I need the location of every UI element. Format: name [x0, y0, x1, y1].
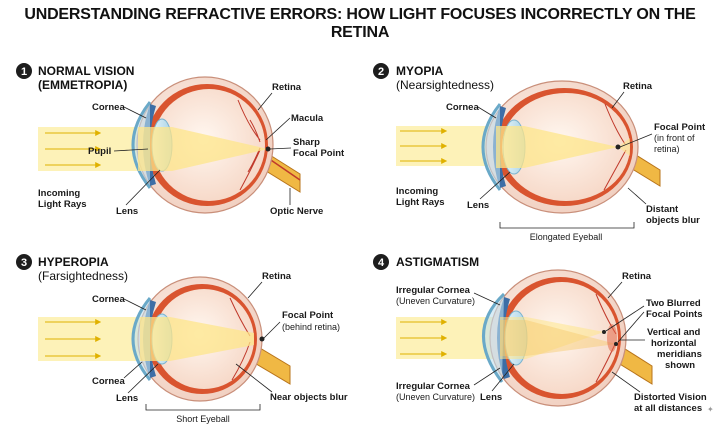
panel-subheading: (Farsightedness) — [38, 269, 128, 283]
focal-point-2 — [614, 342, 618, 346]
label-blur-2: objects blur — [646, 215, 700, 226]
blur-zone — [607, 324, 617, 352]
label-incoming-1: Incoming — [396, 186, 438, 197]
label-blur-1: Distant — [646, 204, 679, 215]
label-pupil: Pupil — [88, 146, 111, 157]
retinal-vessels — [237, 99, 261, 191]
label-focal-1: Focal Point — [282, 310, 334, 321]
panel-number: 2 — [378, 66, 384, 78]
panel-number-badge — [373, 254, 389, 270]
label-meridians-2: horizontal — [651, 338, 696, 349]
focal-point — [265, 146, 271, 152]
panel-normal: 1 NORMAL VISION (EMMETROPIA) Cornea Pupi… — [16, 63, 345, 217]
label-cornea-top-1: Irregular Cornea — [396, 285, 471, 296]
panel-hyperopia: 3 HYPEROPIA (Farsightedness) Cornea Corn… — [16, 254, 348, 424]
label-two-foci-1: Two Blurred — [646, 298, 701, 309]
panel-subheading: (EMMETROPIA) — [38, 78, 127, 92]
light-cone — [140, 317, 254, 361]
label-elongated-eyeball: Elongated Eyeball — [530, 232, 603, 242]
label-focal-2: (behind retina) — [282, 322, 340, 332]
label-cornea-top-2: (Uneven Curvature) — [396, 296, 475, 306]
light-cone-vertical — [500, 317, 604, 359]
panel-number-badge — [16, 254, 32, 270]
label-incoming-1: Incoming — [38, 188, 80, 199]
panel-heading: NORMAL VISION — [38, 64, 134, 78]
label-lens: Lens — [116, 393, 138, 404]
label-macula: Macula — [291, 113, 324, 124]
label-retina: Retina — [272, 82, 302, 93]
label-lens: Lens — [467, 200, 489, 211]
label-cornea: Cornea — [446, 102, 479, 113]
light-cone — [496, 126, 618, 168]
label-focal-2: Focal Point — [293, 148, 345, 159]
label-retina: Retina — [262, 271, 292, 282]
label-distorted-2: at all distances — [634, 403, 702, 414]
retinal-vessels — [603, 103, 627, 191]
panel-heading: HYPEROPIA — [38, 255, 109, 269]
focal-point-1 — [602, 330, 606, 334]
label-meridians-4: shown — [665, 360, 695, 371]
panel-myopia: 2 MYOPIA (Nearsightedness) Cornea Incomi… — [373, 63, 706, 242]
light-cone-horizontal — [500, 320, 616, 356]
panel-subheading: (Nearsightedness) — [396, 78, 494, 92]
label-two-foci-2: Focal Points — [646, 309, 702, 320]
label-short-eyeball: Short Eyeball — [176, 414, 230, 424]
panel-number-badge — [373, 63, 389, 79]
label-cornea-bottom-2: (Uneven Curvature) — [396, 392, 475, 402]
panel-heading: MYOPIA — [396, 64, 444, 78]
bracket-short — [145, 404, 261, 411]
focal-point — [259, 336, 265, 342]
label-retina: Retina — [622, 271, 652, 282]
label-optic-nerve: Optic Nerve — [270, 206, 323, 217]
cornea — [481, 103, 502, 191]
label-near-blur: Near objects blur — [270, 392, 348, 403]
panel-astigmatism: 4 ASTIGMATISM Irregular Cornea (Uneven C… — [373, 254, 714, 414]
light-cone — [138, 127, 268, 171]
label-focal-1: Focal Point — [654, 122, 706, 133]
panel-number: 4 — [378, 257, 385, 269]
label-focal-3: retina) — [654, 144, 680, 154]
label-cornea-bottom: Cornea — [92, 376, 125, 387]
panel-number: 1 — [21, 66, 27, 78]
focal-point — [615, 144, 621, 150]
label-focal-1: Sharp — [293, 137, 320, 148]
label-focal-2: (in front of — [654, 133, 695, 143]
diagram-title: UNDERSTANDING REFRACTIVE ERRORS: HOW LIG… — [24, 6, 696, 41]
label-lens: Lens — [480, 392, 502, 403]
panel-number: 3 — [21, 257, 27, 269]
label-meridians-1: Vertical and — [647, 327, 701, 338]
label-lens: Lens — [116, 206, 138, 217]
label-cornea-bottom-1: Irregular Cornea — [396, 381, 471, 392]
label-incoming-2: Light Rays — [396, 197, 445, 208]
panel-heading: ASTIGMATISM — [396, 255, 479, 269]
label-distorted-1: Distorted Vision — [634, 392, 707, 403]
diverging-rays — [618, 138, 630, 156]
label-cornea-top: Cornea — [92, 294, 125, 305]
label-cornea: Cornea — [92, 102, 125, 113]
bracket-elongated — [499, 222, 635, 229]
label-incoming-2: Light Rays — [38, 199, 87, 210]
panel-number-badge — [16, 63, 32, 79]
label-meridians-3: meridians — [657, 349, 702, 360]
watermark-icon: ✦ — [707, 405, 714, 414]
label-retina: Retina — [623, 81, 653, 92]
